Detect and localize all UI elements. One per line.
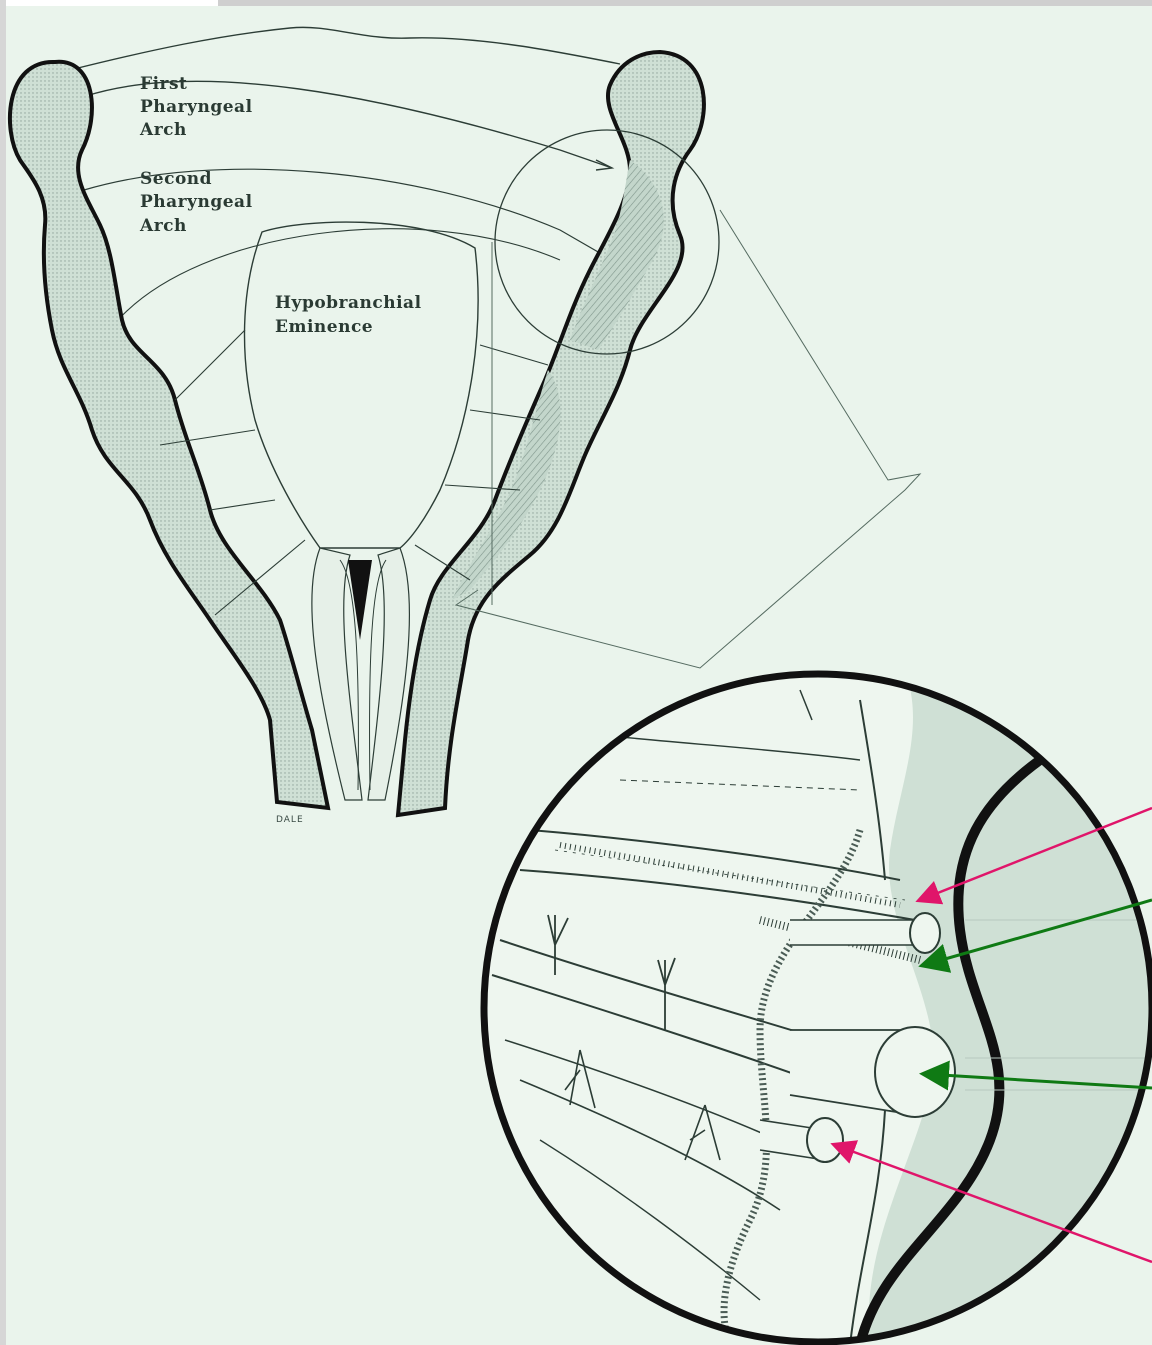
laryngeal-orifice [348, 560, 372, 640]
svg-text:Eminence: Eminence [275, 317, 373, 337]
zoomed-detail [484, 660, 1152, 1345]
label-first-pharyngeal-arch: First Pharyngeal Arch [139, 74, 253, 140]
svg-text:Arch: Arch [139, 216, 187, 236]
svg-text:Pharyngeal: Pharyngeal [140, 97, 253, 117]
small-lower-cylinder [807, 1118, 843, 1162]
svg-text:Hypobranchial: Hypobranchial [275, 293, 422, 313]
label-second-pharyngeal-arch: Second Pharyngeal Arch [139, 169, 253, 236]
svg-text:Pharyngeal: Pharyngeal [140, 192, 253, 212]
label-hypobranchial-eminence: Hypobranchial Eminence [275, 293, 422, 337]
small-upper-cylinder [910, 913, 940, 953]
large-cylinder [875, 1027, 955, 1117]
artist-signature: DALE [276, 815, 304, 825]
svg-text:Second: Second [140, 169, 212, 189]
svg-text:Arch: Arch [139, 120, 187, 140]
svg-text:First: First [140, 74, 187, 94]
hypobranchial-eminence [245, 222, 479, 548]
